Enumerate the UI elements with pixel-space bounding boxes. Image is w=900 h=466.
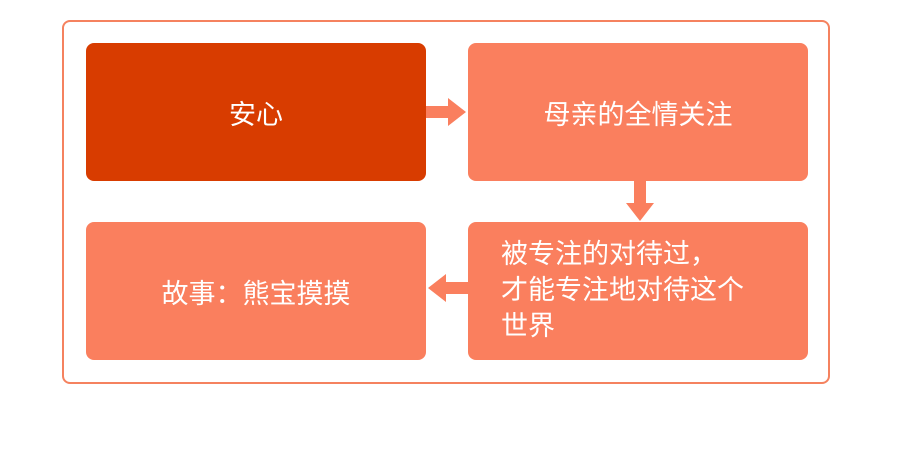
node-focused-treatment-label: 被专注的对待过， 才能专注地对待这个 世界 [501, 239, 744, 342]
diagram-frame [62, 20, 830, 384]
node-story-label: 故事：熊宝摸摸 [161, 278, 351, 310]
node-focused-treatment: 被专注的对待过， 才能专注地对待这个 世界 [468, 222, 808, 360]
arrow-down-icon [626, 181, 654, 221]
node-mother-attention: 母亲的全情关注 [468, 43, 808, 181]
node-mother-attention-label: 母亲的全情关注 [543, 99, 733, 131]
arrow-right-icon [426, 98, 466, 126]
node-story: 故事：熊宝摸摸 [86, 222, 426, 360]
node-anxin: 安心 [86, 43, 426, 181]
node-anxin-label: 安心 [229, 99, 283, 131]
arrow-left-icon [428, 274, 468, 302]
